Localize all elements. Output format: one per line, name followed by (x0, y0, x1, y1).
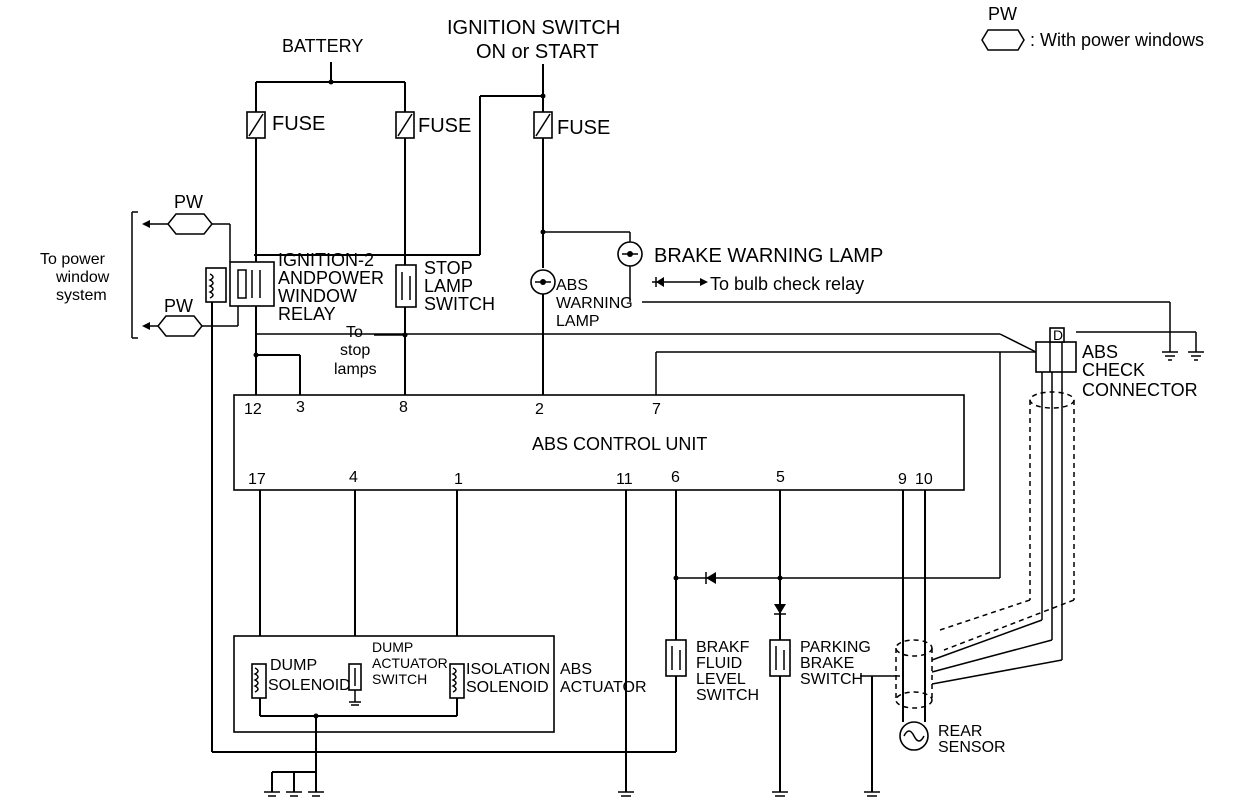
parking-brake-label-3: SWITCH (800, 671, 863, 688)
dump-switch-label-2: ACTUATOR (372, 655, 448, 671)
parking-brake-label-1: PARKING (800, 639, 871, 656)
brake-fluid-label-4: SWITCH (696, 687, 759, 704)
abs-warning-lamp-label-3: LAMP (556, 313, 600, 330)
ignition-switch-mode-label: ON or START (476, 41, 599, 63)
brake-fluid-label-1: BRAKF (696, 639, 750, 656)
pin-10: 10 (915, 471, 933, 488)
abs-actuator-label-1: ABS (560, 661, 592, 678)
rear-sensor-label-1: REAR (938, 723, 982, 740)
isolation-solenoid-label-2: SOLENOID (466, 679, 549, 696)
abs-check-connector (1035, 327, 1077, 373)
parking-brake-switch-icon (769, 639, 791, 677)
dump-switch-label-1: DUMP (372, 639, 413, 655)
pw-connector-top-icon (167, 213, 213, 235)
pin-8: 8 (399, 399, 408, 416)
abs-check-connector-label-2: CHECK (1082, 360, 1145, 380)
rear-sensor-label-2: SENSOR (938, 739, 1006, 756)
isolation-solenoid-icon (449, 663, 465, 699)
relay-label-4: RELAY (278, 304, 336, 324)
abs-warning-lamp-icon (530, 269, 556, 295)
fuse-1-icon (246, 111, 266, 139)
battery-label: BATTERY (282, 36, 363, 56)
isolation-solenoid-label-1: ISOLATION (466, 661, 550, 678)
diode-pin6-icon (706, 572, 716, 584)
pin-1: 1 (454, 471, 463, 488)
pin-3: 3 (296, 399, 305, 416)
abs-control-unit (233, 394, 965, 491)
power-window-branch (131, 211, 239, 339)
dump-actuator-switch-icon (348, 663, 362, 706)
stop-lamp-switch-label-1: STOP (424, 258, 473, 278)
legend-pw-connector-icon (981, 29, 1025, 51)
rear-sensor-shielded-cable (895, 639, 933, 709)
sensor-ground-icon (864, 791, 880, 797)
parking-brake-ground-icon (772, 791, 788, 797)
ignition-power-window-relay (205, 261, 275, 307)
dump-solenoid-label-1: DUMP (270, 657, 317, 674)
stop-lamp-switch (395, 264, 417, 308)
pw-connector-bottom-icon (157, 315, 203, 337)
stop-lamp-switch-label-3: SWITCH (424, 294, 495, 314)
abs-warning-lamp-label-1: ABS (556, 277, 588, 294)
pin-9: 9 (898, 471, 907, 488)
pin11-ground-icon (618, 791, 634, 797)
legend-pw-mark: PW (988, 4, 1017, 24)
to-stop-lamps-label-1: To (346, 324, 363, 341)
power-window-label-3: system (56, 287, 107, 304)
fuse-3-icon (533, 111, 553, 139)
stop-lamp-switch-label-2: LAMP (424, 276, 473, 296)
power-window-label-2: window (55, 269, 110, 286)
pin-5: 5 (776, 469, 785, 486)
power-window-label-1: To power (40, 251, 106, 268)
fuse-3-label: FUSE (557, 117, 610, 139)
legend: PW : With power windows (981, 4, 1204, 51)
to-stop-lamps-label-3: lamps (334, 361, 377, 378)
pin-11: 11 (616, 471, 633, 488)
to-stop-lamps-label-2: stop (340, 342, 370, 359)
legend-text: : With power windows (1030, 30, 1204, 50)
diode-pin5-icon (774, 604, 786, 614)
bulb-check-label: To bulb check relay (710, 274, 864, 294)
brake-warning-lamp-icon (617, 241, 643, 267)
brake-warning-lamp-label: BRAKE WARNING LAMP (654, 245, 883, 267)
pin-17: 17 (248, 471, 266, 488)
actuator-ground-icon (264, 771, 324, 797)
pw-label-bottom: PW (164, 296, 193, 316)
pin-4: 4 (349, 469, 358, 486)
fuse-2-label: FUSE (418, 115, 471, 137)
fuse-2-icon (395, 111, 415, 139)
pin-2: 2 (535, 401, 544, 418)
control-unit-title: ABS CONTROL UNIT (532, 434, 707, 454)
dump-solenoid-label-2: SOLENOID (268, 677, 351, 694)
rear-sensor-icon (899, 721, 929, 751)
relay-label-3: WINDOW (278, 286, 357, 306)
abs-check-connector-label-1: ABS (1082, 342, 1118, 362)
dump-solenoid-icon (251, 663, 267, 699)
pin-7: 7 (652, 401, 661, 418)
connector-ground-icon (1162, 351, 1204, 361)
abs-check-connector-pin: D (1053, 327, 1063, 343)
diode-icon (656, 277, 664, 287)
abs-check-connector-label-3: CONNECTOR (1082, 380, 1198, 400)
dump-switch-label-3: SWITCH (372, 671, 427, 687)
relay-label-1: IGNITION-2 (278, 250, 374, 270)
pw-label-top: PW (174, 192, 203, 212)
abs-warning-lamp-label-2: WARNING (556, 295, 633, 312)
brake-fluid-level-switch-icon (665, 639, 687, 677)
abs-actuator-label-2: ACTUATOR (560, 679, 647, 696)
fuse-1-label: FUSE (272, 113, 325, 135)
parking-brake-label-2: BRAKE (800, 655, 854, 672)
brake-fluid-label-3: LEVEL (696, 671, 746, 688)
pin-12: 12 (244, 401, 262, 418)
relay-label-2: ANDPOWER (278, 268, 384, 288)
pin-6: 6 (671, 469, 680, 486)
ignition-switch-label: IGNITION SWITCH (447, 17, 620, 39)
brake-fluid-label-2: FLUID (696, 655, 742, 672)
check-connector-shielded-lines (931, 372, 1075, 685)
